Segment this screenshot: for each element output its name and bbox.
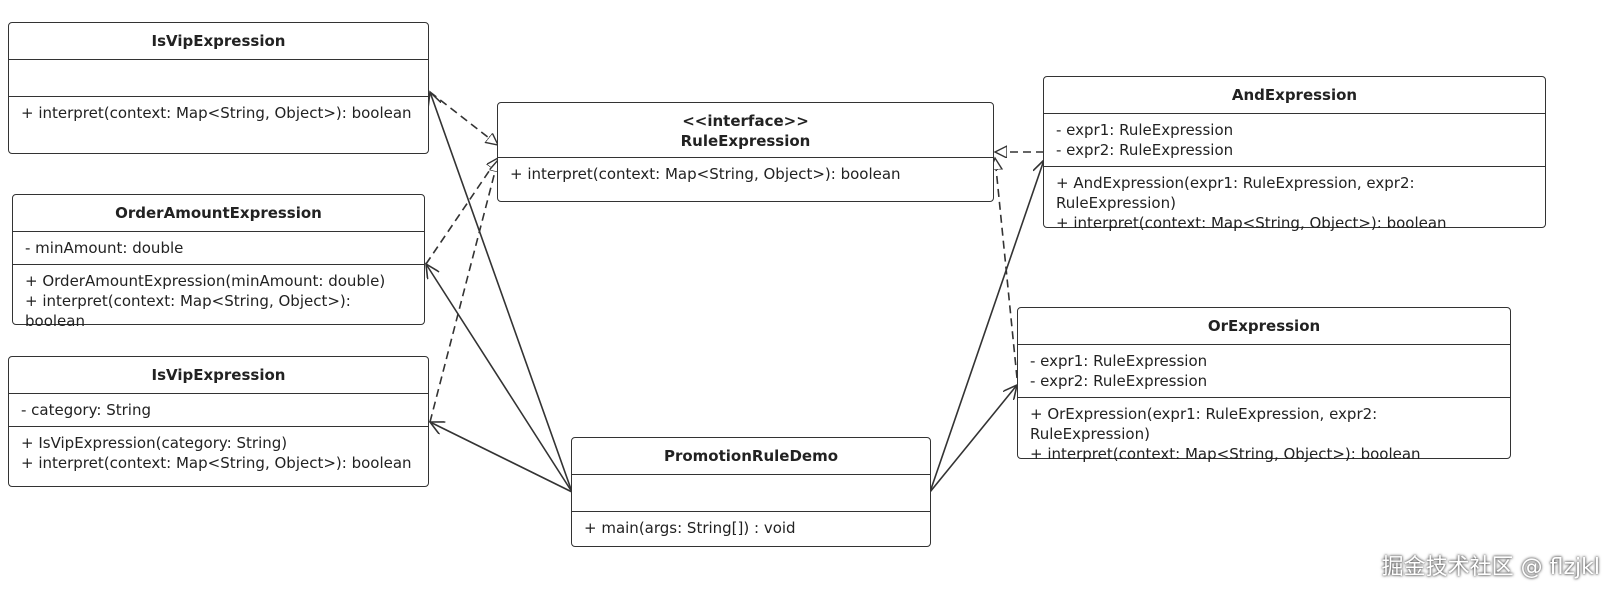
method: + interpret(context: Map<String, Object>… — [25, 292, 351, 330]
class-isvip-expression-category[interactable]: IsVipExpression - category: String + IsV… — [8, 356, 429, 487]
realization-orderamount — [425, 158, 498, 265]
attribute: - category: String — [21, 401, 151, 419]
method: + interpret(context: Map<String, Object>… — [510, 165, 901, 183]
attributes-section — [572, 474, 930, 511]
methods-section: + AndExpression(expr1: RuleExpression, e… — [1044, 166, 1545, 239]
dependency-isvip2 — [430, 422, 573, 493]
methods-section: + interpret(context: Map<String, Object>… — [9, 96, 428, 129]
class-promotion-rule-demo[interactable]: PromotionRuleDemo + main(args: String[])… — [571, 437, 931, 547]
interface-name: RuleExpression — [680, 132, 811, 150]
class-name: AndExpression — [1231, 86, 1358, 104]
methods-section: + OrExpression(expr1: RuleExpression, ex… — [1018, 397, 1510, 470]
class-or-expression[interactable]: OrExpression - expr1: RuleExpression- ex… — [1017, 307, 1511, 463]
attribute: - expr1: RuleExpression — [1056, 121, 1234, 139]
methods-section: + interpret(context: Map<String, Object>… — [498, 157, 993, 190]
class-name: IsVipExpression — [151, 366, 286, 384]
method: + IsVipExpression(category: String) — [21, 434, 288, 452]
dependency-or — [929, 385, 1017, 493]
dependency-orderamount — [426, 264, 573, 493]
attributes-section: - minAmount: double — [13, 231, 424, 264]
methods-section: + OrderAmountExpression(minAmount: doubl… — [13, 264, 424, 337]
attributes-section: - category: String — [9, 393, 428, 426]
realization-isvip2 — [429, 160, 498, 423]
interface-rule-expression[interactable]: <<interface>> RuleExpression + interpret(… — [497, 102, 994, 202]
attribute: - expr2: RuleExpression — [1030, 372, 1208, 390]
method: + OrderAmountExpression(minAmount: doubl… — [25, 272, 386, 290]
methods-section: + IsVipExpression(category: String) + int… — [9, 426, 428, 479]
method: + OrExpression(expr1: RuleExpression, ex… — [1030, 405, 1378, 443]
method: + main(args: String[]) : void — [584, 519, 796, 537]
attribute: - expr2: RuleExpression — [1056, 141, 1234, 159]
dependency-and — [929, 160, 1044, 493]
method: + interpret(context: Map<String, Object>… — [21, 104, 412, 122]
attributes-section — [9, 59, 428, 96]
realization-or — [995, 158, 1018, 379]
class-and-expression[interactable]: AndExpression - expr1: RuleExpression- e… — [1043, 76, 1546, 232]
attribute: - expr1: RuleExpression — [1030, 352, 1208, 370]
method: + interpret(context: Map<String, Object>… — [21, 454, 412, 472]
method: + AndExpression(expr1: RuleExpression, e… — [1056, 174, 1415, 212]
class-order-amount-expression[interactable]: OrderAmountExpression - minAmount: doubl… — [12, 194, 425, 330]
class-name: IsVipExpression — [151, 32, 286, 50]
class-name: <<interface>> RuleExpression — [498, 103, 993, 157]
class-isvip-expression[interactable]: IsVipExpression + interpret(context: Map… — [8, 22, 429, 154]
attribute: - minAmount: double — [25, 239, 184, 257]
watermark: 掘金技术社区 @ flzjkl — [1381, 555, 1600, 580]
methods-section: + main(args: String[]) : void — [572, 511, 930, 544]
class-name: OrderAmountExpression — [115, 204, 322, 222]
class-name: PromotionRuleDemo — [663, 447, 839, 465]
attributes-section: - expr1: RuleExpression - expr2: RuleExpr… — [1018, 344, 1510, 397]
stereotype: <<interface>> — [682, 112, 809, 130]
attributes-section: - expr1: RuleExpression - expr2: RuleExpr… — [1044, 113, 1545, 166]
method: + interpret(context: Map<String, Object>… — [1056, 214, 1447, 232]
realization-isvip1 — [429, 91, 498, 145]
dependency-isvip1 — [430, 92, 573, 493]
method: + interpret(context: Map<String, Object>… — [1030, 445, 1421, 463]
class-name: OrExpression — [1207, 317, 1321, 335]
